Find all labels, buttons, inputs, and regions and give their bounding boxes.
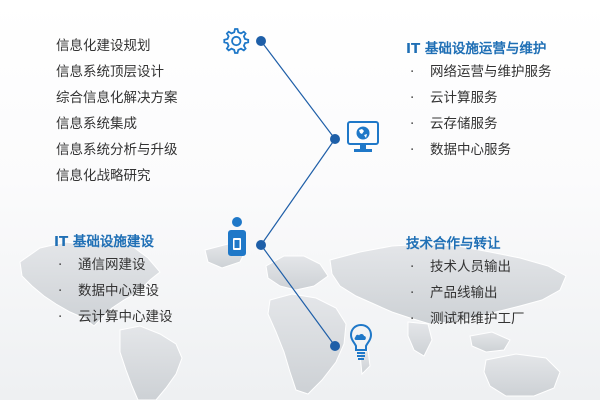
timeline-node-2 (330, 134, 340, 144)
list-item: 信息化战略研究 (56, 168, 151, 184)
list-item: 综合信息化解决方案 (56, 90, 178, 106)
section-title-tech-cooperation: 技术合作与转让 (406, 236, 501, 252)
list-item: 信息系统顶层设计 (56, 64, 164, 80)
list-item: 信息系统集成 (56, 116, 137, 132)
section-title-it-construction: IT 基础设施建设 (54, 234, 154, 250)
monitor-globe-icon (347, 121, 379, 152)
person-icon (228, 217, 246, 256)
timeline-node-4 (330, 341, 340, 351)
list-item: ·云计算中心建设 (58, 309, 173, 325)
list-item: ·数据中心建设 (58, 283, 159, 299)
list-item: 信息系统分析与升级 (56, 142, 178, 158)
it-operations-list: ·网络运营与维护服务 ·云计算服务 ·云存储服务 ·数据中心服务 (410, 59, 552, 163)
list-item: ·云存储服务 (410, 116, 498, 132)
list-item: ·云计算服务 (410, 90, 498, 106)
section-title-it-operations: IT 基础设施运营与维护 (406, 41, 547, 57)
list-item: ·网络运营与维护服务 (410, 64, 552, 80)
list-item: ·产品线输出 (410, 285, 498, 301)
list-item: 信息化建设规划 (56, 38, 151, 54)
list-item: ·通信网建设 (58, 257, 146, 273)
gear-icon (223, 28, 250, 54)
list-item: ·测试和维护工厂 (410, 311, 525, 327)
consulting-services-list: 信息化建设规划 信息系统顶层设计 综合信息化解决方案 信息系统集成 信息系统分析… (56, 33, 178, 189)
list-item: ·技术人员输出 (410, 259, 511, 275)
timeline-node-1 (256, 36, 266, 46)
timeline-node-3 (256, 240, 266, 250)
list-item: ·数据中心服务 (410, 142, 511, 158)
tech-cooperation-list: ·技术人员输出 ·产品线输出 ·测试和维护工厂 (410, 254, 525, 332)
it-construction-list: ·通信网建设 ·数据中心建设 ·云计算中心建设 (58, 252, 173, 330)
lightbulb-cloud-icon (349, 323, 373, 360)
